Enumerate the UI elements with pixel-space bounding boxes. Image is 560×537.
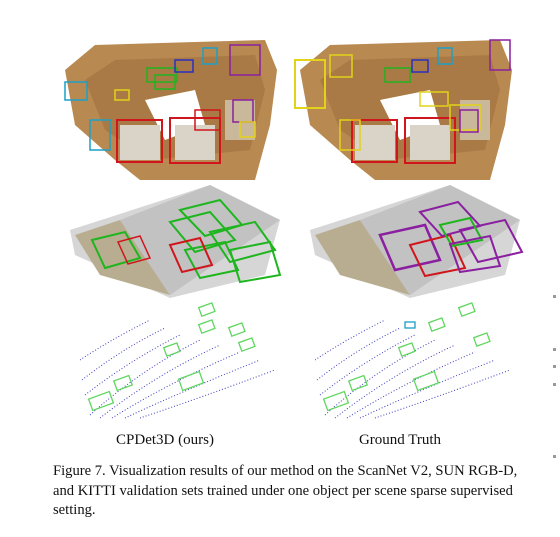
- sunrgbd-ours-image: [60, 180, 285, 300]
- sunrgbd-gt-image: [300, 180, 525, 300]
- column-label-ours: CPDet3D (ours): [116, 432, 214, 448]
- edge-mark: [553, 348, 556, 351]
- kitti-gt-image: [315, 300, 515, 420]
- kitti-ours-image: [80, 300, 280, 420]
- edge-mark: [553, 295, 556, 298]
- scannet-gt-image: [290, 30, 515, 185]
- edge-mark: [553, 383, 556, 386]
- figure-caption: Figure 7. Visualization results of our m…: [53, 463, 518, 518]
- edge-mark: [553, 365, 556, 368]
- scannet-ours-image: [55, 30, 280, 185]
- column-label-ground-truth: Ground Truth: [358, 432, 442, 448]
- edge-mark: [553, 455, 556, 458]
